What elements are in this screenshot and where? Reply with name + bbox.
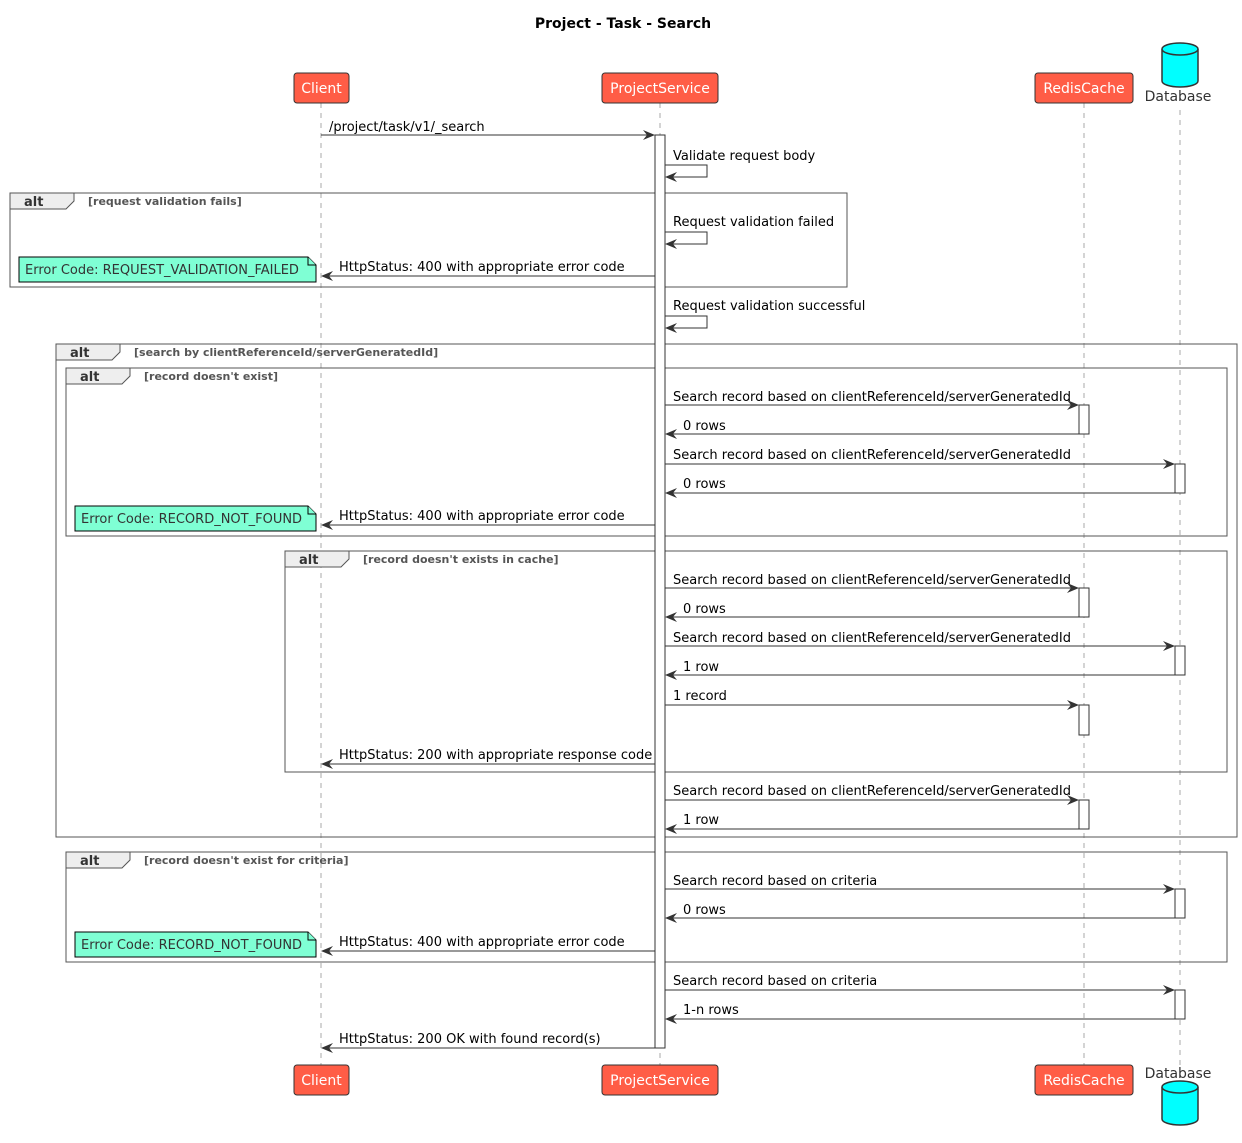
svg-text:Database: Database [1145, 89, 1212, 105]
svg-text:HttpStatus: 400 with appropria: HttpStatus: 400 with appropriate error c… [339, 509, 625, 524]
svg-text:1 record: 1 record [673, 689, 727, 704]
svg-text:Error Code: RECORD_NOT_FOUND: Error Code: RECORD_NOT_FOUND [81, 512, 302, 527]
frame-condition: [request validation fails] [88, 195, 242, 208]
note-record-not-found: Error Code: RECORD_NOT_FOUND [74, 931, 317, 958]
message-cache-result: 0 rows [665, 419, 1079, 439]
message-search-criteria: Search record based on criteria [665, 974, 1175, 995]
database-activation [1174, 989, 1186, 1020]
message-cache-record: 1 record [665, 689, 1079, 710]
svg-text:HttpStatus: 200 OK with found: HttpStatus: 200 OK with found record(s) [339, 1032, 601, 1047]
frame-keyword: alt [299, 553, 318, 568]
alt-frame-search-by-id: alt [search by clientReferenceId/serverG… [55, 343, 1238, 838]
svg-text:0 rows: 0 rows [683, 419, 726, 434]
message-validation-failed: Request validation failed [665, 215, 834, 249]
svg-text:HttpStatus: 200 with appropria: HttpStatus: 200 with appropriate respons… [339, 748, 652, 763]
redis-cache-activation [1078, 587, 1090, 618]
svg-text:Search record based on clientR: Search record based on clientReferenceId… [673, 448, 1071, 463]
project-service-activation [654, 134, 666, 1049]
svg-text:Search record based on criteri: Search record based on criteria [673, 874, 877, 889]
message-search-cache: Search record based on clientReferenceId… [665, 390, 1079, 410]
alt-frame-record-not-exist: alt [record doesn't exist] [65, 367, 1228, 537]
frame-condition: [record doesn't exists in cache] [363, 553, 559, 566]
frame-keyword: alt [80, 370, 99, 385]
svg-text:Search record based on clientR: Search record based on clientReferenceId… [673, 631, 1071, 646]
alt-frame-not-in-cache: alt [record doesn't exists in cache] [284, 550, 1228, 773]
participant-redis-cache-bottom: RedisCache [1034, 1064, 1134, 1096]
svg-text:0 rows: 0 rows [683, 903, 726, 918]
frame-keyword: alt [24, 195, 43, 210]
frame-condition: [search by clientReferenceId/serverGener… [134, 346, 438, 359]
database-activation [1174, 645, 1186, 676]
svg-text:Request validation failed: Request validation failed [673, 215, 834, 230]
message-search-request: /project/task/v1/_search [321, 120, 655, 140]
database-activation [1174, 463, 1186, 494]
frame-condition: [record doesn't exist for criteria] [144, 854, 348, 867]
note-request-validation-failed: Error Code: REQUEST_VALIDATION_FAILED [18, 256, 317, 283]
svg-text:/project/task/v1/_search: /project/task/v1/_search [329, 120, 485, 135]
svg-text:RedisCache: RedisCache [1043, 1073, 1124, 1089]
svg-text:Search record based on clientR: Search record based on clientReferenceId… [673, 573, 1071, 588]
message-search-criteria: Search record based on criteria [665, 874, 1175, 894]
participant-project-service-bottom: ProjectService [601, 1064, 719, 1096]
message-cache-result: 1 row [665, 813, 1079, 834]
redis-cache-activation [1078, 404, 1090, 435]
frame-condition: [record doesn't exist] [144, 370, 278, 383]
alt-frame-validation-fails: alt [request validation fails] [9, 192, 848, 288]
message-cache-result: 0 rows [665, 602, 1079, 622]
participant-redis-cache-top: RedisCache [1034, 72, 1134, 104]
svg-text:Search record based on clientR: Search record based on clientReferenceId… [673, 784, 1071, 799]
svg-text:Search record based on clientR: Search record based on clientReferenceId… [673, 390, 1071, 405]
participant-client-top: Client [293, 72, 350, 104]
participant-project-service-top: ProjectService [601, 72, 719, 104]
message-search-database: Search record based on clientReferenceId… [665, 448, 1175, 469]
note-record-not-found: Error Code: RECORD_NOT_FOUND [74, 505, 317, 532]
alt-frame-criteria-not-exist: alt [record doesn't exist for criteria] [65, 851, 1228, 963]
svg-text:Request validation successful: Request validation successful [673, 299, 865, 314]
svg-text:Database: Database [1145, 1066, 1212, 1082]
svg-text:Error Code: RECORD_NOT_FOUND: Error Code: RECORD_NOT_FOUND [81, 938, 302, 953]
svg-text:Error Code: REQUEST_VALIDATION: Error Code: REQUEST_VALIDATION_FAILED [25, 263, 299, 278]
svg-text:ProjectService: ProjectService [610, 81, 710, 97]
message-http-400: HttpStatus: 400 with appropriate error c… [321, 935, 655, 956]
message-search-database: Search record based on clientReferenceId… [665, 631, 1175, 651]
svg-text:1-n rows: 1-n rows [683, 1003, 739, 1018]
redis-cache-activation [1078, 799, 1090, 830]
message-http-200-ok: HttpStatus: 200 OK with found record(s) [321, 1032, 655, 1053]
svg-text:0 rows: 0 rows [683, 602, 726, 617]
svg-text:1 row: 1 row [683, 813, 719, 828]
redis-cache-activation [1078, 704, 1090, 736]
participant-client-bottom: Client [293, 1064, 350, 1096]
message-search-cache: Search record based on clientReferenceId… [665, 784, 1079, 805]
message-validate-request: Validate request body [665, 149, 816, 182]
message-search-cache: Search record based on clientReferenceId… [665, 573, 1079, 593]
svg-text:Validate request body: Validate request body [673, 149, 816, 164]
message-database-result: 1 row [665, 660, 1175, 680]
svg-text:HttpStatus: 400 with appropria: HttpStatus: 400 with appropriate error c… [339, 935, 625, 950]
svg-text:HttpStatus: 400 with appropria: HttpStatus: 400 with appropriate error c… [339, 260, 625, 275]
message-http-400: HttpStatus: 400 with appropriate error c… [321, 260, 655, 281]
svg-text:Client: Client [301, 81, 342, 97]
message-database-result: 0 rows [665, 477, 1175, 498]
frame-keyword: alt [80, 854, 99, 869]
message-http-400: HttpStatus: 400 with appropriate error c… [321, 509, 655, 530]
message-database-result: 0 rows [665, 903, 1175, 923]
svg-text:Search record based on criteri: Search record based on criteria [673, 974, 877, 989]
svg-text:0 rows: 0 rows [683, 477, 726, 492]
frame-keyword: alt [70, 346, 89, 361]
message-validation-successful: Request validation successful [665, 299, 865, 333]
svg-text:RedisCache: RedisCache [1043, 81, 1124, 97]
message-database-result: 1-n rows [665, 1003, 1175, 1024]
svg-text:Client: Client [301, 1073, 342, 1089]
database-activation [1174, 888, 1186, 919]
diagram-title: Project - Task - Search [535, 16, 711, 32]
participant-database-top: Database [1145, 42, 1212, 105]
svg-text:ProjectService: ProjectService [610, 1073, 710, 1089]
message-http-200: HttpStatus: 200 with appropriate respons… [321, 748, 655, 769]
svg-text:1 row: 1 row [683, 660, 719, 675]
participant-database-bottom: Database [1145, 1066, 1212, 1126]
